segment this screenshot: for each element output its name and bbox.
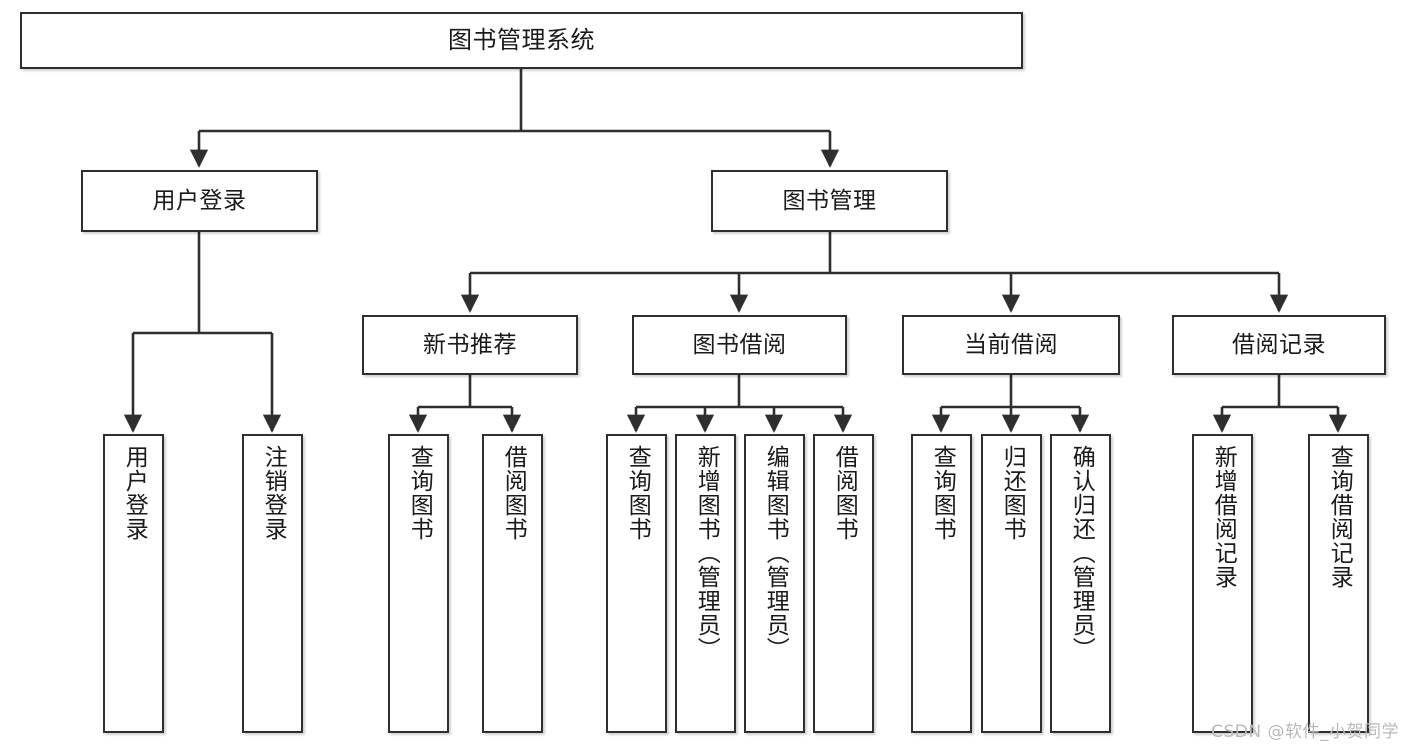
leaf-new-book-1[interactable]: 查询图书 bbox=[388, 434, 449, 733]
node-borrow-records[interactable]: 借阅记录 bbox=[1172, 315, 1386, 375]
leaf-new-book-2-label: 借阅图书 bbox=[500, 445, 527, 541]
node-book-borrow-label: 图书借阅 bbox=[692, 331, 787, 358]
leaf-current-borrow-2[interactable]: 归还图书 bbox=[981, 434, 1042, 733]
node-root-label: 图书管理系统 bbox=[448, 25, 595, 54]
leaf-book-borrow-2-label: 新增图书（管理员） bbox=[693, 445, 720, 661]
leaf-user-login-1[interactable]: 用户登录 bbox=[103, 434, 164, 733]
node-current-borrow[interactable]: 当前借阅 bbox=[902, 315, 1120, 375]
leaf-borrow-records-1[interactable]: 新增借阅记录 bbox=[1192, 434, 1253, 733]
node-book-borrow[interactable]: 图书借阅 bbox=[632, 315, 847, 375]
leaf-borrow-records-2[interactable]: 查询借阅记录 bbox=[1308, 434, 1369, 733]
leaf-book-borrow-1[interactable]: 查询图书 bbox=[606, 434, 667, 733]
node-borrow-records-label: 借阅记录 bbox=[1232, 331, 1326, 358]
node-user-login[interactable]: 用户登录 bbox=[81, 170, 318, 232]
leaf-current-borrow-2-label: 归还图书 bbox=[999, 445, 1026, 541]
node-new-book-recommend[interactable]: 新书推荐 bbox=[362, 315, 578, 375]
node-root[interactable]: 图书管理系统 bbox=[20, 12, 1023, 69]
leaf-user-login-2-label: 注销登录 bbox=[260, 445, 287, 541]
node-current-borrow-label: 当前借阅 bbox=[964, 331, 1058, 358]
node-user-login-label: 用户登录 bbox=[152, 187, 247, 214]
leaf-current-borrow-3[interactable]: 确认归还（管理员） bbox=[1050, 434, 1111, 733]
leaf-book-borrow-3[interactable]: 编辑图书（管理员） bbox=[744, 434, 805, 733]
leaf-book-borrow-1-label: 查询图书 bbox=[624, 445, 651, 541]
node-book-manage-label: 图书管理 bbox=[782, 187, 877, 214]
leaf-book-borrow-2[interactable]: 新增图书（管理员） bbox=[675, 434, 736, 733]
leaf-current-borrow-1[interactable]: 查询图书 bbox=[911, 434, 972, 733]
leaf-new-book-1-label: 查询图书 bbox=[406, 445, 433, 541]
leaf-borrow-records-1-label: 新增借阅记录 bbox=[1210, 445, 1237, 589]
leaf-user-login-1-label: 用户登录 bbox=[121, 445, 148, 541]
csdn-watermark: CSDN @软件_小贺同学 bbox=[1211, 722, 1399, 742]
leaf-book-borrow-4-label: 借阅图书 bbox=[831, 445, 858, 541]
leaf-user-login-2[interactable]: 注销登录 bbox=[242, 434, 303, 733]
node-new-book-recommend-label: 新书推荐 bbox=[423, 331, 517, 358]
leaf-current-borrow-3-label: 确认归还（管理员） bbox=[1068, 445, 1095, 661]
leaf-new-book-2[interactable]: 借阅图书 bbox=[482, 434, 543, 733]
leaf-book-borrow-4[interactable]: 借阅图书 bbox=[813, 434, 874, 733]
node-book-manage[interactable]: 图书管理 bbox=[711, 170, 948, 232]
leaf-book-borrow-3-label: 编辑图书（管理员） bbox=[762, 445, 789, 661]
leaf-current-borrow-1-label: 查询图书 bbox=[929, 445, 956, 541]
leaf-borrow-records-2-label: 查询借阅记录 bbox=[1326, 445, 1353, 589]
